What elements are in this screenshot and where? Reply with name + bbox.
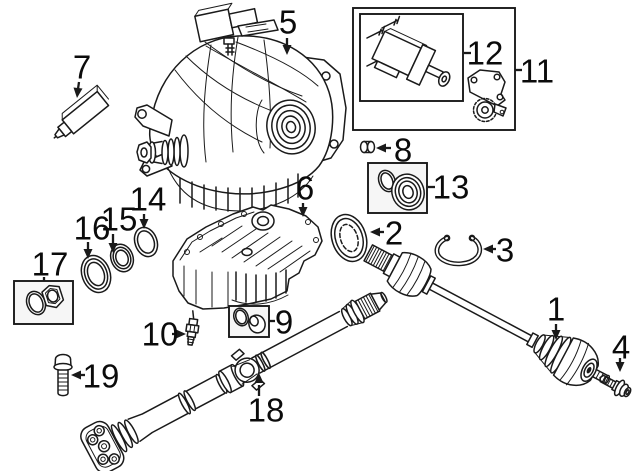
actuator-gear-drawing (467, 69, 507, 123)
callout-18-arrow (254, 373, 264, 396)
sensor-drawing (185, 310, 200, 346)
callout-6-arrow (298, 203, 308, 217)
driveshaft-drawing (80, 291, 388, 471)
callout-4[interactable]: 4 (612, 329, 630, 366)
cap-kit-box (228, 305, 270, 338)
callout-19[interactable]: 19 (83, 358, 120, 395)
callout-15-arrow (108, 234, 118, 253)
callout-18[interactable]: 18 (248, 392, 285, 429)
callout-16-arrow (83, 242, 93, 259)
callout-10[interactable]: 10 (142, 316, 179, 353)
callout-2[interactable]: 2 (385, 215, 403, 252)
callout-4-arrow (615, 358, 625, 372)
callout-5-arrow (282, 38, 292, 55)
callout-17[interactable]: 17 (32, 246, 69, 283)
callout-10-arrow (172, 329, 186, 339)
bolt-4-drawing (599, 374, 632, 398)
callout-7[interactable]: 7 (73, 49, 91, 86)
callout-3-arrow (483, 244, 496, 254)
rear-differential-drawing (134, 2, 347, 212)
seal-kit-box (367, 162, 428, 214)
callout-14[interactable]: 14 (130, 181, 167, 218)
snap-ring-drawing (434, 234, 483, 267)
callout-19-arrow (71, 370, 85, 380)
servo-motor-drawing (371, 28, 451, 87)
callout-1[interactable]: 1 (547, 291, 565, 328)
plug-kit-box (13, 280, 74, 325)
callout-7-arrow (73, 81, 83, 98)
callout-labels: 1 2 3 4 5 6 7 8 9 10 11 12 13 14 15 16 1… (32, 4, 631, 429)
callout-6[interactable]: 6 (296, 170, 314, 207)
callout-leaders (42, 38, 625, 396)
callout-15[interactable]: 15 (101, 201, 138, 238)
callout-12[interactable]: 12 (467, 35, 504, 72)
sealant-tube-drawing (53, 84, 110, 139)
callout-5[interactable]: 5 (279, 4, 297, 41)
plug-bushing-drawing (359, 140, 376, 154)
callout-8[interactable]: 8 (394, 132, 412, 169)
callout-8-arrow (376, 143, 391, 153)
shaft-seal-rings-drawing (80, 226, 159, 294)
callout-16[interactable]: 16 (74, 210, 111, 247)
top-actuator-drawing (194, 2, 319, 103)
callout-3[interactable]: 3 (496, 232, 514, 269)
callout-9[interactable]: 9 (275, 304, 293, 341)
callout-14-arrow (139, 214, 149, 229)
callout-13[interactable]: 13 (433, 169, 470, 206)
bolt-19-drawing (53, 353, 73, 397)
output-seal-drawing (330, 213, 368, 263)
input-flange-drawing (136, 134, 189, 168)
callout-1-arrow (551, 324, 561, 340)
actuator-kit-box (352, 7, 516, 131)
callout-11[interactable]: 11 (520, 53, 554, 90)
axle-shaft-drawing (363, 244, 611, 386)
callout-2-arrow (370, 227, 384, 237)
differential-cover-drawing (172, 204, 323, 310)
